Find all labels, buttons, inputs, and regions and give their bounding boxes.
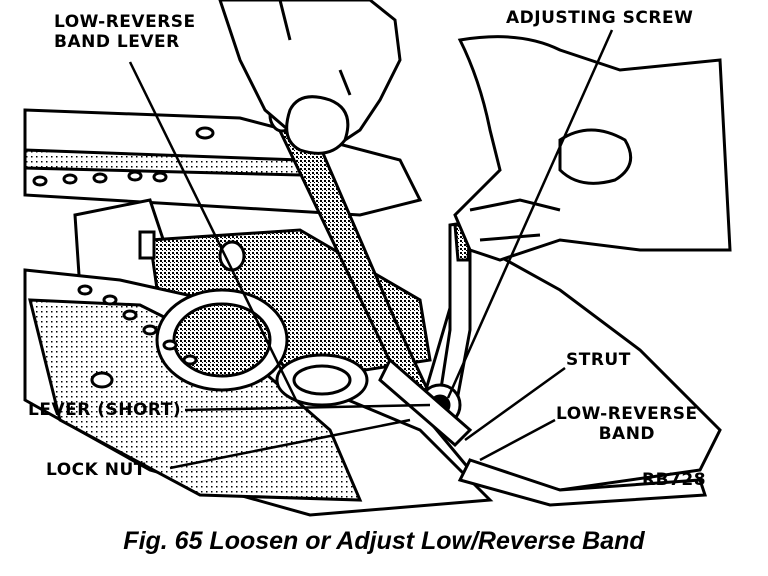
label-line: LOW-REVERSE [556,404,698,424]
label-adjusting-screw: ADJUSTING SCREW [506,8,694,28]
label-lever-short: LEVER (SHORT) [28,400,182,420]
label-strut: STRUT [566,350,631,370]
case-rim [418,237,722,507]
reference-code: RB728 [642,470,707,490]
label-low-reverse-band: LOW-REVERSE BAND [556,404,698,444]
strut [378,357,473,448]
transmission-illustration [23,0,732,517]
label-line: BAND [598,424,656,444]
label-lock-nut: LOCK NUT [46,460,146,480]
leader-lines [128,29,614,470]
label-line: BAND LEVER [54,32,180,52]
label-low-reverse-band-lever: LOW-REVERSE BAND LEVER [54,12,196,52]
figure-caption: Fig. 65 Loosen or Adjust Low/Reverse Ban… [123,527,645,555]
right-hand [453,35,732,262]
label-line: LOW-REVERSE [54,12,196,32]
left-hand [218,0,402,155]
